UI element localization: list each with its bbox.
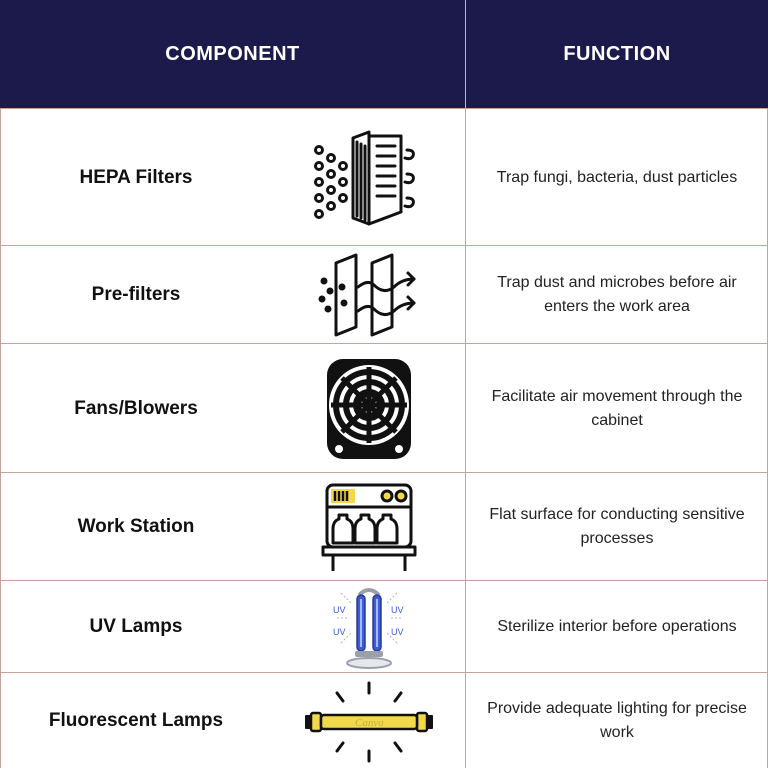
svg-text:UV: UV bbox=[333, 627, 346, 637]
fluorescent-lamp-icon: Canva bbox=[273, 673, 465, 769]
table-row: HEPA Filters Trap fungi, bacteria, dust … bbox=[0, 108, 768, 245]
table-header: COMPONENT FUNCTION bbox=[0, 0, 768, 108]
grid-line-middle bbox=[465, 108, 466, 768]
table-row: Fluorescent Lamps Canva Provide ade bbox=[0, 672, 768, 768]
component-function: Sterilize interior before operations bbox=[497, 618, 737, 635]
component-function: Facilitate air movement through the cabi… bbox=[491, 387, 743, 429]
grid-line-left bbox=[0, 108, 1, 768]
svg-text:Canva: Canva bbox=[355, 717, 384, 729]
component-function: Trap fungi, bacteria, dust particles bbox=[496, 168, 738, 186]
component-name: Fans/Blowers bbox=[74, 397, 198, 419]
component-name: Pre-filters bbox=[91, 284, 181, 305]
table-row: Pre-filters Trap dust and microbes befor… bbox=[0, 245, 768, 343]
pre-filter-icon bbox=[273, 246, 465, 344]
component-function: Flat surface for conducting sensitive pr… bbox=[489, 506, 745, 547]
table-row: Work Station Flat surface for conducting… bbox=[0, 472, 768, 580]
component-function: Provide adequate lighting for precise wo… bbox=[487, 700, 747, 741]
table-row: Fans/Blowers Facilitate air movement thr… bbox=[0, 343, 768, 472]
component-name: HEPA Filters bbox=[79, 166, 193, 188]
fan-icon bbox=[273, 344, 465, 473]
svg-text:UV: UV bbox=[391, 605, 404, 615]
component-name: Work Station bbox=[77, 516, 195, 537]
table-row: UV Lamps UV UV UV UV Sterilize interior … bbox=[0, 580, 768, 672]
component-name: Fluorescent Lamps bbox=[48, 710, 224, 731]
component-function: Trap dust and microbes before air enters… bbox=[497, 274, 737, 315]
svg-text:UV: UV bbox=[391, 627, 404, 637]
uv-lamp-icon: UV UV UV UV bbox=[273, 581, 465, 673]
component-column-header: COMPONENT bbox=[165, 42, 300, 65]
function-column-header: FUNCTION bbox=[563, 42, 671, 65]
svg-text:UV: UV bbox=[333, 605, 346, 615]
component-name: UV Lamps bbox=[89, 616, 183, 637]
hepa-filter-icon bbox=[273, 109, 465, 246]
header-divider bbox=[465, 0, 466, 108]
work-station-icon bbox=[273, 473, 465, 581]
